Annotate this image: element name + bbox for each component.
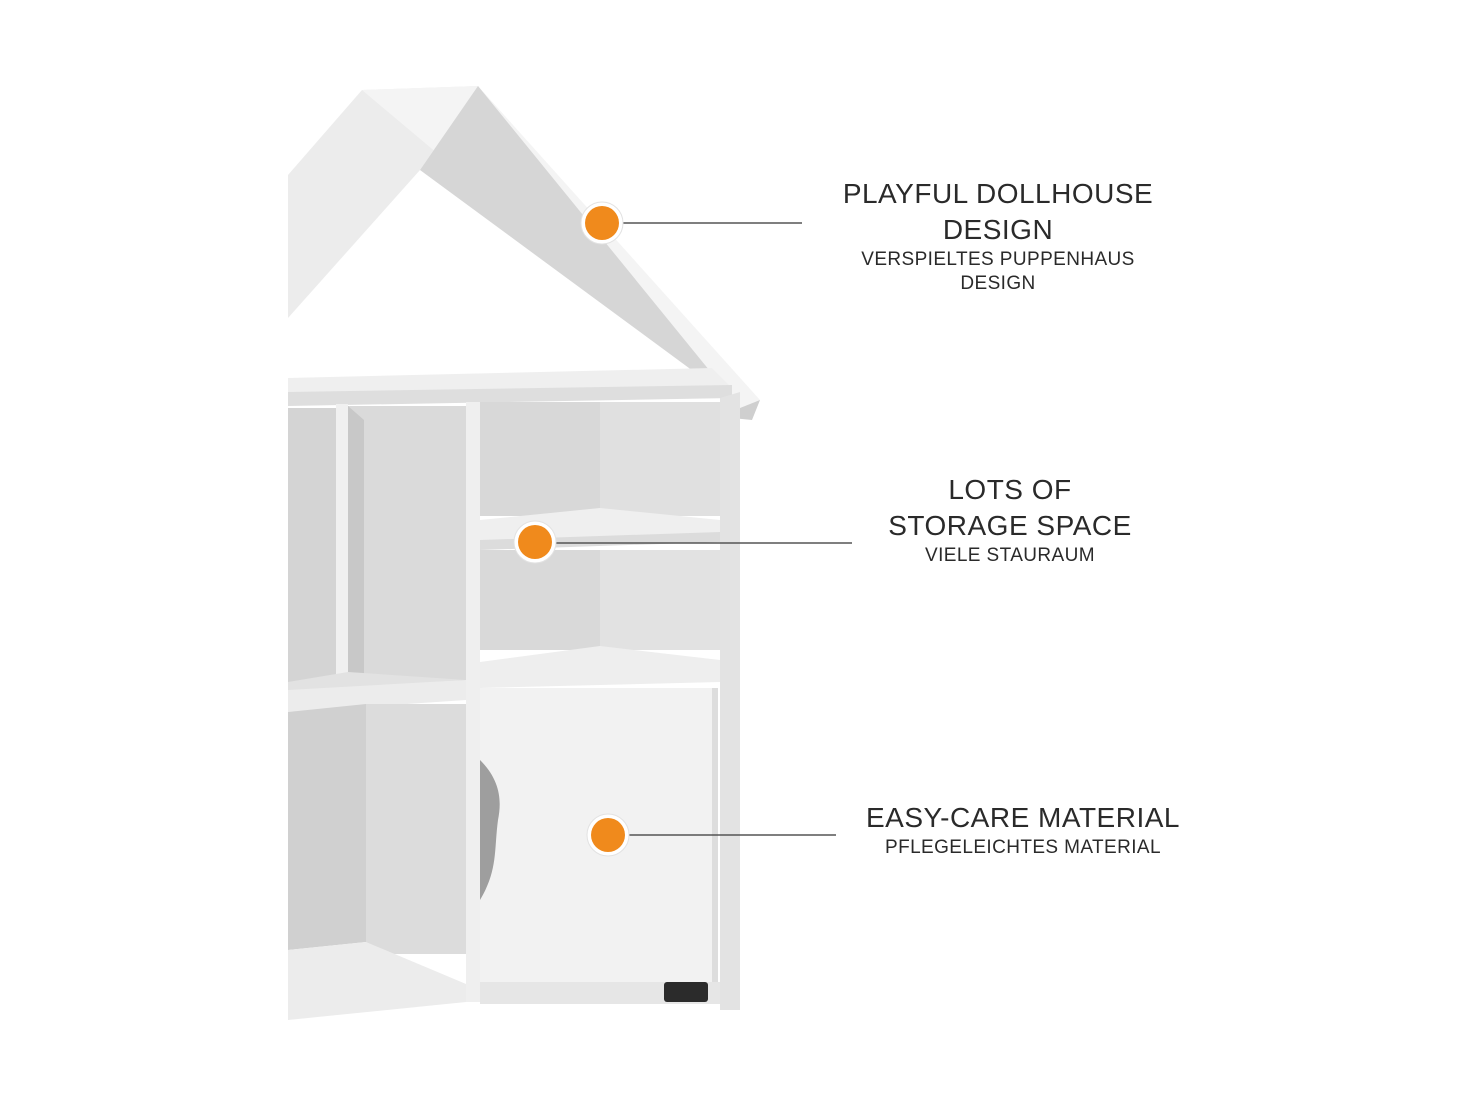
compartment-2-shadow [348, 406, 364, 700]
divider-1 [336, 404, 348, 700]
compartment-lower-back [366, 704, 466, 954]
bottom-board-left [288, 942, 466, 1020]
callout-title-line: EASY-CARE MATERIAL [866, 802, 1180, 833]
middle-shelf-left-top [288, 672, 466, 690]
divider-2 [466, 402, 480, 1002]
marker-2 [513, 520, 557, 564]
roof-right-underside [420, 86, 740, 418]
callout-title-line: LOTS OF [948, 474, 1072, 505]
cabinet-foot [664, 982, 708, 1002]
callout-subtitle-line: VERSPIELTES PUPPENHAUS [861, 249, 1135, 270]
roof [288, 86, 760, 420]
compartment-2-back [348, 406, 466, 688]
callout-subtitle-line: DESIGN [960, 273, 1036, 294]
shelf-2 [480, 646, 720, 688]
callout-subtitle-line: VIELE STAURAUM [925, 545, 1095, 566]
right-side-panel [720, 392, 740, 1010]
right-cubby-middle-wall [480, 550, 600, 650]
callout-subtitle-line: PFLEGELEICHTES MATERIAL [885, 837, 1161, 858]
marker-1 [580, 201, 624, 245]
compartment-lower-shadow [288, 704, 366, 950]
callout-dollhouse-design: PLAYFUL DOLLHOUSE DESIGN VERSPIELTES PUP… [820, 176, 1176, 296]
door-handle-cutout [480, 760, 500, 900]
callout-title-line: DESIGN [942, 214, 1054, 245]
left-compartment-upper [288, 408, 336, 698]
right-cubby-upper-wall [480, 402, 600, 516]
marker-3 [586, 813, 630, 857]
callout-storage-space: LOTS OF STORAGE SPACE VIELE STAURAUM [860, 472, 1160, 568]
callout-easy-care-material: EASY-CARE MATERIAL PFLEGELEICHTES MATERI… [840, 800, 1206, 860]
top-board-front [288, 385, 732, 406]
cabinet-bottom [480, 982, 720, 1004]
callout-title-line: PLAYFUL DOLLHOUSE [842, 178, 1154, 209]
callout-title-line: STORAGE SPACE [888, 510, 1132, 541]
middle-shelf-left [288, 680, 466, 712]
